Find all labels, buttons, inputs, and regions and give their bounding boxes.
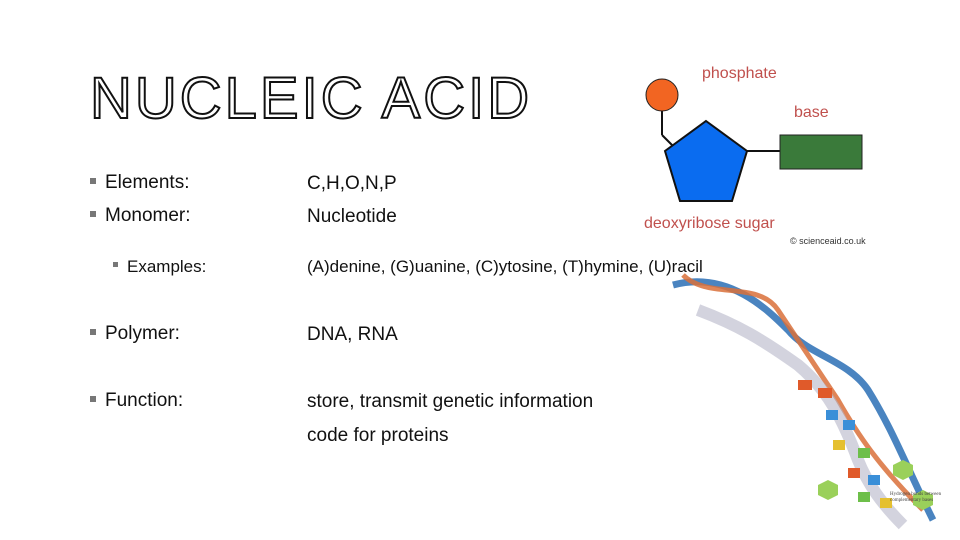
elements-label: Elements: [105,172,190,193]
base-pair [868,475,880,485]
elements-value: C,H,O,N,P [307,173,397,194]
base-pair [843,420,855,430]
monomer-value: Nucleotide [307,206,397,227]
base-label: base [794,104,829,121]
function-value: store, transmit genetic information [307,391,594,412]
sugar-hexagon [913,490,933,510]
slide-title: NUCLEIC ACID [89,66,533,131]
bullet-icon [90,177,96,184]
bullet-icon [113,262,118,268]
dna-helix-illustration: Hydrogen bonds between complementary bas… [668,270,950,532]
polymer-value: DNA, RNA [307,324,398,345]
base-pair [848,468,860,478]
base-pair [833,440,845,450]
base-pair [798,380,812,390]
polymer-label: Polymer: [105,323,180,344]
polymer-row: Polymer: [90,324,180,343]
function-row: Function: [90,391,183,410]
examples-value: (A)denine, (G)uanine, (C)ytosine, (T)hym… [307,257,703,276]
bullet-icon [90,328,96,335]
dna-helix-svg [672,273,937,530]
monomer-label: Monomer: [105,205,191,226]
base-pair [858,492,870,502]
nucleotide-svg [645,78,863,202]
function-label: Function: [105,390,184,411]
sugar-label: deoxyribose sugar [644,215,775,232]
bullet-icon [90,210,96,217]
sugar-hexagon [818,480,838,500]
helix-backbone [695,304,908,530]
function-extra-value: code for proteins [307,425,449,446]
base-pair [826,410,838,420]
credit-label: © scienceaid.co.uk [790,236,866,246]
helix-strand-orange [681,273,925,512]
helix-caption: Hydrogen bonds between complementary bas… [890,492,942,503]
base-rectangle [779,134,863,170]
bullet-icon [90,395,96,402]
phosphate-label: phosphate [702,65,777,82]
sugar-pentagon [663,119,749,202]
examples-label: Examples: [127,257,207,276]
base-pair [880,498,892,508]
nucleotide-diagram: phosphate base deoxyribose sugar © scien… [640,55,870,255]
base-pairs [798,380,933,510]
base-pair [818,388,832,398]
examples-row: Examples: [113,257,206,276]
sugar-hexagon [893,460,913,480]
elements-row: Elements: [90,173,189,192]
base-pair [858,448,870,458]
monomer-row: Monomer: [90,206,191,225]
phosphate-circle [645,78,679,112]
